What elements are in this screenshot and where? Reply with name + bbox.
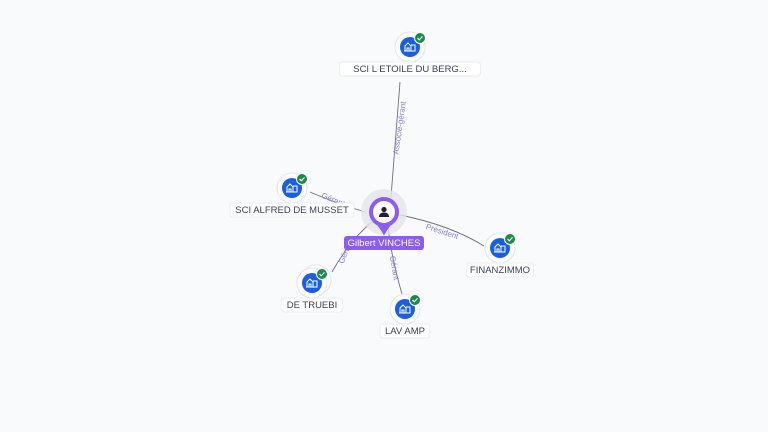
company-icon (490, 238, 510, 258)
company-icon (302, 273, 322, 293)
verified-check-icon (316, 268, 328, 280)
node-label: FINANZIMMO (470, 265, 530, 276)
company-icon (400, 37, 420, 57)
verified-check-icon (296, 173, 308, 185)
node-label: LAV AMP (385, 326, 425, 337)
edge-label: Gérant (388, 255, 401, 281)
company-icon (395, 299, 415, 319)
edge-etoile (390, 81, 401, 198)
verified-check-icon (414, 32, 426, 44)
node-lavamp[interactable]: LAV AMP (379, 293, 431, 339)
node-label: DE TRUEBI (287, 300, 338, 311)
node-etoile[interactable]: SCI L ETOILE DU BERG... (338, 31, 482, 77)
node-finanzimmo[interactable]: FINANZIMMO (466, 232, 534, 278)
node-truebi[interactable]: DE TRUEBI (280, 264, 344, 313)
node-alfred[interactable]: SCI ALFRED DE MUSSET (229, 172, 355, 218)
center-person-node[interactable]: Gilbert VINCHES (344, 189, 424, 250)
node-label: SCI L ETOILE DU BERG... (353, 64, 467, 75)
nodes: SCI L ETOILE DU BERG... SCI ALFRED DE MUS… (229, 31, 534, 339)
verified-check-icon (504, 233, 516, 245)
company-icon (282, 178, 302, 198)
center-label: Gilbert VINCHES (348, 238, 421, 249)
node-label: SCI ALFRED DE MUSSET (235, 205, 349, 216)
edge-label: Associé-gérant (391, 100, 407, 155)
edge-finanzimmo (399, 214, 485, 247)
edge-label: Président (425, 222, 461, 241)
verified-check-icon (409, 294, 421, 306)
edges: Associé-gérantGérantPrésidentGérantGéran… (309, 81, 485, 295)
person-icon (379, 206, 389, 217)
